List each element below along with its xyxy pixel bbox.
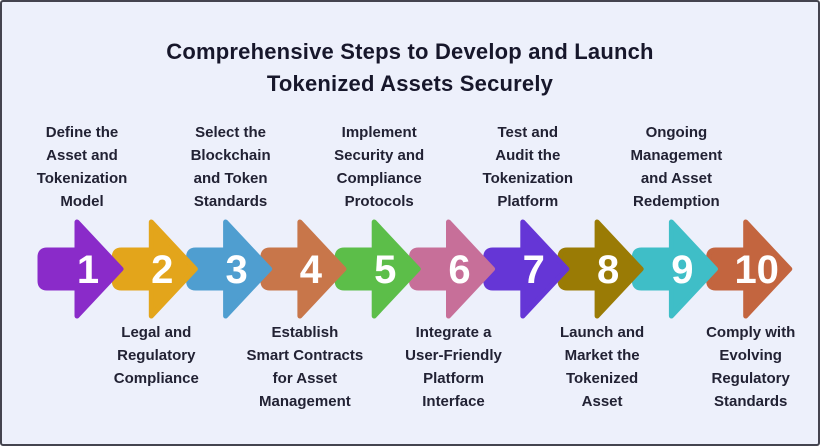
- step-number-3: 3: [225, 248, 247, 292]
- step-number-7: 7: [523, 248, 545, 292]
- step-number-8: 8: [597, 248, 619, 292]
- step-number-2: 2: [151, 248, 173, 292]
- page-title: Comprehensive Steps to Develop and Launc…: [166, 39, 654, 96]
- step-arrow-3: [186, 219, 273, 319]
- step-number-10: 10: [734, 248, 779, 292]
- step-number-6: 6: [448, 248, 470, 292]
- step-label-6: Integrate a User-Friendly Platform Inter…: [405, 324, 502, 410]
- step-arrow-4: [260, 219, 347, 319]
- step-arrow-10: [706, 219, 793, 319]
- step-label-5: Implement Security and Compliance Protoc…: [334, 124, 425, 210]
- step-number-9: 9: [671, 248, 693, 292]
- step-arrow-6: [409, 219, 495, 319]
- step-label-9: Ongoing Management and Asset Redemption: [630, 124, 723, 210]
- step-label-3: Select the Blockchain and Token Standard…: [190, 124, 271, 210]
- step-number-4: 4: [300, 248, 323, 292]
- step-arrow-5: [334, 219, 421, 319]
- step-arrow-9: [631, 219, 718, 319]
- step-label-4: Establish Smart Contracts for Asset Mana…: [246, 324, 364, 410]
- step-arrow-7: [483, 219, 570, 319]
- step-label-2: Legal and Regulatory Compliance: [113, 324, 199, 387]
- step-label-7: Test and Audit the Tokenization Platform: [482, 124, 574, 210]
- step-number-5: 5: [374, 248, 396, 292]
- step-number-1: 1: [77, 248, 99, 292]
- step-arrow-2: [111, 219, 198, 319]
- step-label-1: Define the Asset and Tokenization Model: [36, 124, 128, 210]
- step-label-10: Comply with Evolving Regulatory Standard…: [706, 324, 796, 410]
- step-label-8: Launch and Market the Tokenized Asset: [560, 324, 645, 410]
- step-arrow-1: [37, 219, 124, 319]
- process-arrows: 10 9 8 7 6 5 4 3 2 1: [37, 219, 793, 319]
- step-arrow-8: [557, 219, 644, 319]
